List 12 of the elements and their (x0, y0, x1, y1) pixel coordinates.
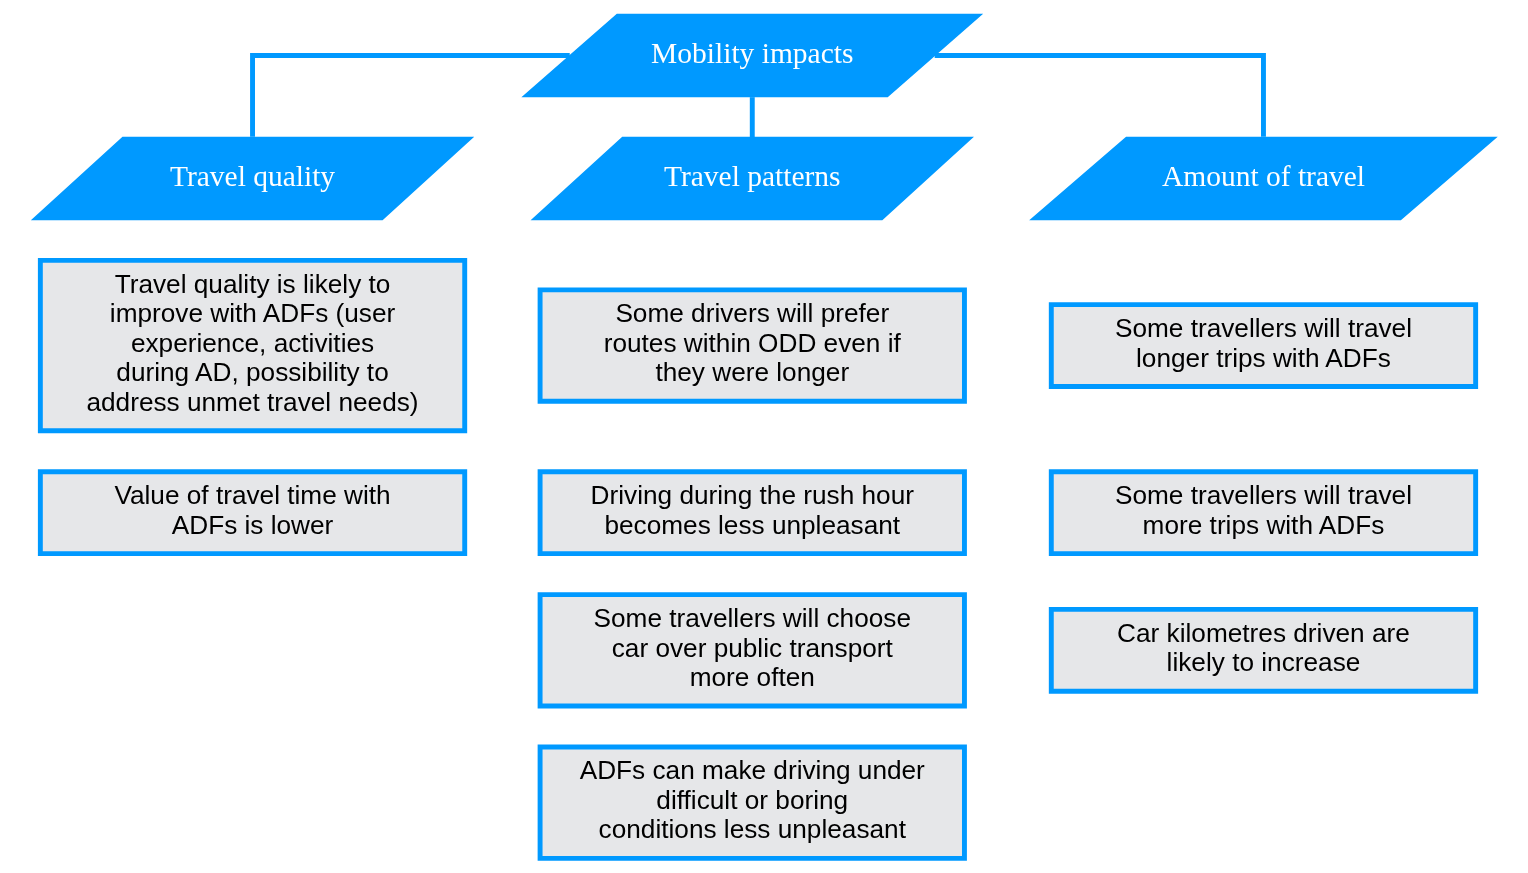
node-box: Value of travel time with ADFs is lower (37, 469, 468, 557)
node-box: Some travellers will travel more trips with ADFs (1048, 469, 1479, 557)
node-box: Travel quality is likely to improve with ADFs (user experience, activities during AD, possibility to address unmet travel needs) (37, 257, 468, 434)
connector (250, 53, 570, 137)
connector (934, 53, 1266, 137)
node-box: Some travellers will travel longer trips with ADFs (1048, 302, 1479, 389)
node-box: ADFs can make driving under difficult or boring conditions less unpleasant (537, 744, 967, 861)
node-box: Some travellers will choose car over public transport more often (537, 592, 967, 709)
node-box: Car kilometres driven are likely to increase (1048, 606, 1479, 694)
node-box: Driving during the rush hour becomes less unpleasant (537, 469, 967, 557)
node-box: Some drivers will prefer routes within ODD even if they were longer (537, 287, 967, 404)
connector (749, 97, 755, 138)
